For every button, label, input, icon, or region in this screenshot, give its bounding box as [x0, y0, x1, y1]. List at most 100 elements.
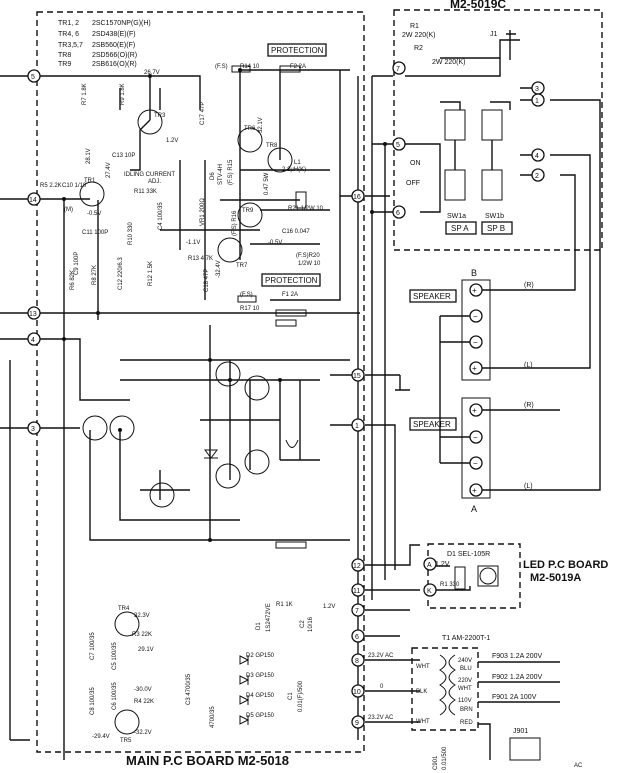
- svg-text:R7 1.8K: R7 1.8K: [82, 83, 88, 105]
- svg-text:C4 100/35: C4 100/35: [158, 202, 164, 230]
- off-label: OFF: [406, 180, 420, 187]
- svg-text:28.1V: 28.1V: [86, 148, 92, 164]
- svg-text:C3 4700/35: C3 4700/35: [186, 673, 192, 705]
- svg-text:16: 16: [353, 194, 361, 201]
- red-label: RED: [460, 720, 473, 726]
- svg-text:D6: D6: [210, 172, 216, 180]
- svg-text:29.1V: 29.1V: [138, 647, 154, 653]
- svg-text:3: 3: [31, 426, 35, 433]
- svg-text:15: 15: [353, 373, 361, 380]
- v110-label: 110V: [458, 698, 472, 704]
- on-label: ON: [410, 160, 421, 167]
- svg-text:R21 1/2W 10: R21 1/2W 10: [288, 206, 324, 212]
- svg-text:11: 11: [353, 588, 360, 595]
- group-b-label: B: [471, 268, 477, 278]
- svg-text:23.2V AC: 23.2V AC: [368, 653, 394, 659]
- component-graphics: [204, 65, 307, 725]
- tr-part-4: 2SB616(O)(R): [92, 61, 137, 68]
- f903-label: F903 1.2A 200V: [492, 653, 543, 660]
- switch-section: SP A SP B SW1a SW1b ON OFF R1 2W 220(K) …: [402, 23, 540, 235]
- svg-text:R8 27K: R8 27K: [92, 265, 98, 285]
- svg-text:5: 5: [31, 74, 35, 81]
- svg-text:-29.4V: -29.4V: [92, 734, 110, 740]
- svg-text:C1: C1: [288, 692, 294, 700]
- svg-text:C16 0.047: C16 0.047: [282, 229, 310, 235]
- svg-text:-32.4V: -32.4V: [216, 260, 222, 278]
- svg-text:TR3: TR3: [154, 113, 166, 119]
- svg-text:-0.5V: -0.5V: [87, 211, 101, 217]
- j901-label: J901: [513, 728, 528, 735]
- svg-text:R10 330: R10 330: [128, 222, 134, 245]
- d1-led-label: D1 SEL-105R: [447, 551, 490, 558]
- sw1b-label: SW1b: [485, 213, 504, 220]
- svg-text:R1 1K: R1 1K: [276, 602, 293, 608]
- protection-label-top: PROTECTION: [271, 46, 324, 55]
- svg-text:1/2W 10: 1/2W 10: [298, 261, 321, 267]
- v240-label: 240V: [458, 658, 472, 664]
- wht2-label: WHT: [416, 719, 430, 725]
- svg-text:ADJ.: ADJ.: [148, 179, 161, 185]
- tr-ref-4: TR9: [58, 61, 71, 68]
- svg-text:F1 2A: F1 2A: [282, 292, 298, 298]
- svg-text:C10 1/10: C10 1/10: [62, 183, 87, 189]
- brn-label: BRN: [460, 707, 473, 713]
- svg-text:R9 1.8K: R9 1.8K: [120, 83, 126, 105]
- group-a-label: A: [471, 504, 477, 514]
- blk-label: BLK: [416, 689, 427, 695]
- junction-dots: [62, 68, 387, 542]
- svg-text:D1: D1: [256, 622, 262, 630]
- svg-text:2: 2: [535, 173, 539, 180]
- spk-l1: (L): [524, 362, 533, 369]
- led-voltage: 1.2V: [435, 561, 450, 568]
- svg-text:1S2472VE: 1S2472VE: [266, 603, 272, 632]
- svg-text:10: 10: [353, 689, 361, 696]
- svg-text:6: 6: [355, 634, 359, 641]
- protection-label-bottom: PROTECTION: [265, 276, 318, 285]
- svg-text:−: −: [473, 312, 478, 321]
- switch-board-outline: [393, 9, 603, 251]
- svg-text:+: +: [472, 286, 477, 295]
- svg-text:(F.S)R20: (F.S)R20: [296, 253, 320, 259]
- svg-text:1: 1: [535, 98, 539, 105]
- svg-text:32.3V: 32.3V: [134, 613, 150, 619]
- svg-text:A: A: [427, 562, 432, 569]
- svg-text:K: K: [427, 588, 432, 595]
- svg-text:23.2V AC: 23.2V AC: [368, 715, 394, 721]
- svg-text:-30.0V: -30.0V: [134, 687, 152, 693]
- f901-label: F901 2A 100V: [492, 694, 537, 701]
- speaker-section: SPEAKER SPEAKER B A + − − + + − − + (R) …: [395, 99, 601, 514]
- tr-ref-3: TR8: [58, 52, 71, 59]
- tr-ref-1: TR4, 6: [58, 31, 79, 38]
- svg-text:+: +: [472, 364, 477, 373]
- svg-text:IDLING CURRENT: IDLING CURRENT: [124, 172, 175, 178]
- blu-label: BLU: [460, 666, 472, 672]
- main-wiring: [0, 69, 360, 760]
- svg-text:C8 100/35: C8 100/35: [90, 687, 96, 715]
- spb-label: SP B: [487, 224, 505, 233]
- tr-part-1: 2SD438(E)(F): [92, 31, 136, 38]
- wht-label: WHT: [416, 664, 430, 670]
- c901-label: C901: [433, 755, 439, 770]
- svg-text:1.2V: 1.2V: [323, 604, 335, 610]
- tr-part-2: 2SB560(E)(F): [92, 42, 135, 49]
- svg-text:+: +: [472, 406, 477, 415]
- svg-text:12: 12: [353, 563, 361, 570]
- svg-text:0.47 5W: 0.47 5W: [264, 172, 270, 195]
- svg-text:F2 2A: F2 2A: [290, 64, 306, 70]
- tr-part-0: 2SC1570NP(G)(H): [92, 20, 151, 27]
- svg-text:R6 82K: R6 82K: [70, 270, 76, 290]
- svg-text:C13 10P: C13 10P: [112, 153, 135, 159]
- svg-text:4: 4: [31, 337, 35, 344]
- svg-text:R5 2.2K: R5 2.2K: [40, 183, 62, 189]
- svg-text:C9 100P: C9 100P: [74, 252, 80, 275]
- t1-label: T1 AM-2200T-1: [442, 635, 490, 642]
- svg-text:7: 7: [396, 66, 400, 73]
- spk-r2: (R): [524, 402, 534, 409]
- svg-text:0: 0: [380, 684, 384, 690]
- svg-text:-1.1V: -1.1V: [186, 240, 200, 246]
- svg-text:C5 100/35: C5 100/35: [112, 642, 118, 670]
- svg-text:1.2V: 1.2V: [166, 138, 178, 144]
- svg-text:R11 33K: R11 33K: [134, 189, 157, 195]
- svg-text:TR5: TR5: [120, 738, 132, 744]
- tr-ref-2: TR3,5,7: [58, 42, 83, 49]
